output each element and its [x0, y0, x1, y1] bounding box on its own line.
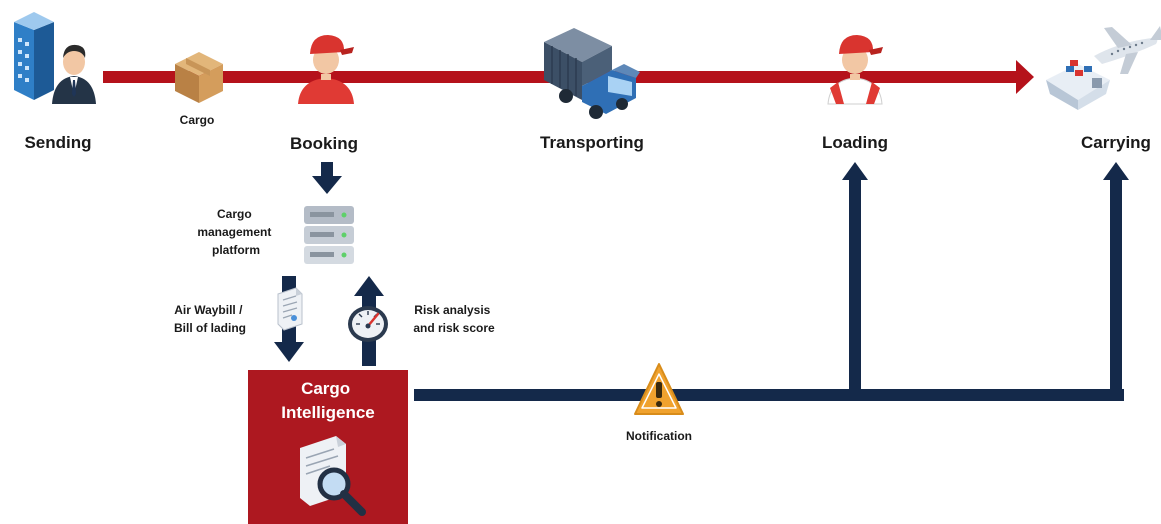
warning-icon	[634, 363, 684, 415]
airplane-icon	[1094, 26, 1161, 74]
cargo-ship-icon	[1046, 60, 1110, 110]
stage-label-booking: Booking	[290, 134, 358, 153]
businessman-icon	[52, 44, 96, 104]
stage-label-sending: Sending	[24, 133, 91, 152]
document-search-icon	[300, 436, 366, 516]
waybill-label: Air Waybill / Bill of lading	[174, 303, 246, 335]
stage-label-loading: Loading	[822, 133, 888, 152]
process-arrowhead	[1016, 60, 1034, 94]
booking-down-arrow	[312, 162, 342, 194]
cargo-label: Cargo	[180, 113, 215, 127]
office-building-icon	[14, 12, 54, 100]
cargo-box-icon	[175, 52, 223, 103]
notification-line	[414, 162, 1129, 401]
document-icon	[277, 287, 303, 331]
platform-label: Cargo management platform	[197, 207, 274, 257]
cargo-intelligence-title: Cargo Intelligence	[281, 379, 375, 422]
loading-worker-icon	[827, 35, 883, 105]
notification-label: Notification	[626, 429, 692, 443]
stage-label-transporting: Transporting	[540, 133, 644, 152]
stage-label-carrying: Carrying	[1081, 133, 1151, 152]
server-icon	[304, 206, 354, 264]
booking-worker-icon	[298, 35, 354, 104]
risk-label: Risk analysis and risk score	[413, 303, 495, 335]
truck-icon	[544, 28, 640, 119]
gauge-icon	[348, 306, 388, 342]
